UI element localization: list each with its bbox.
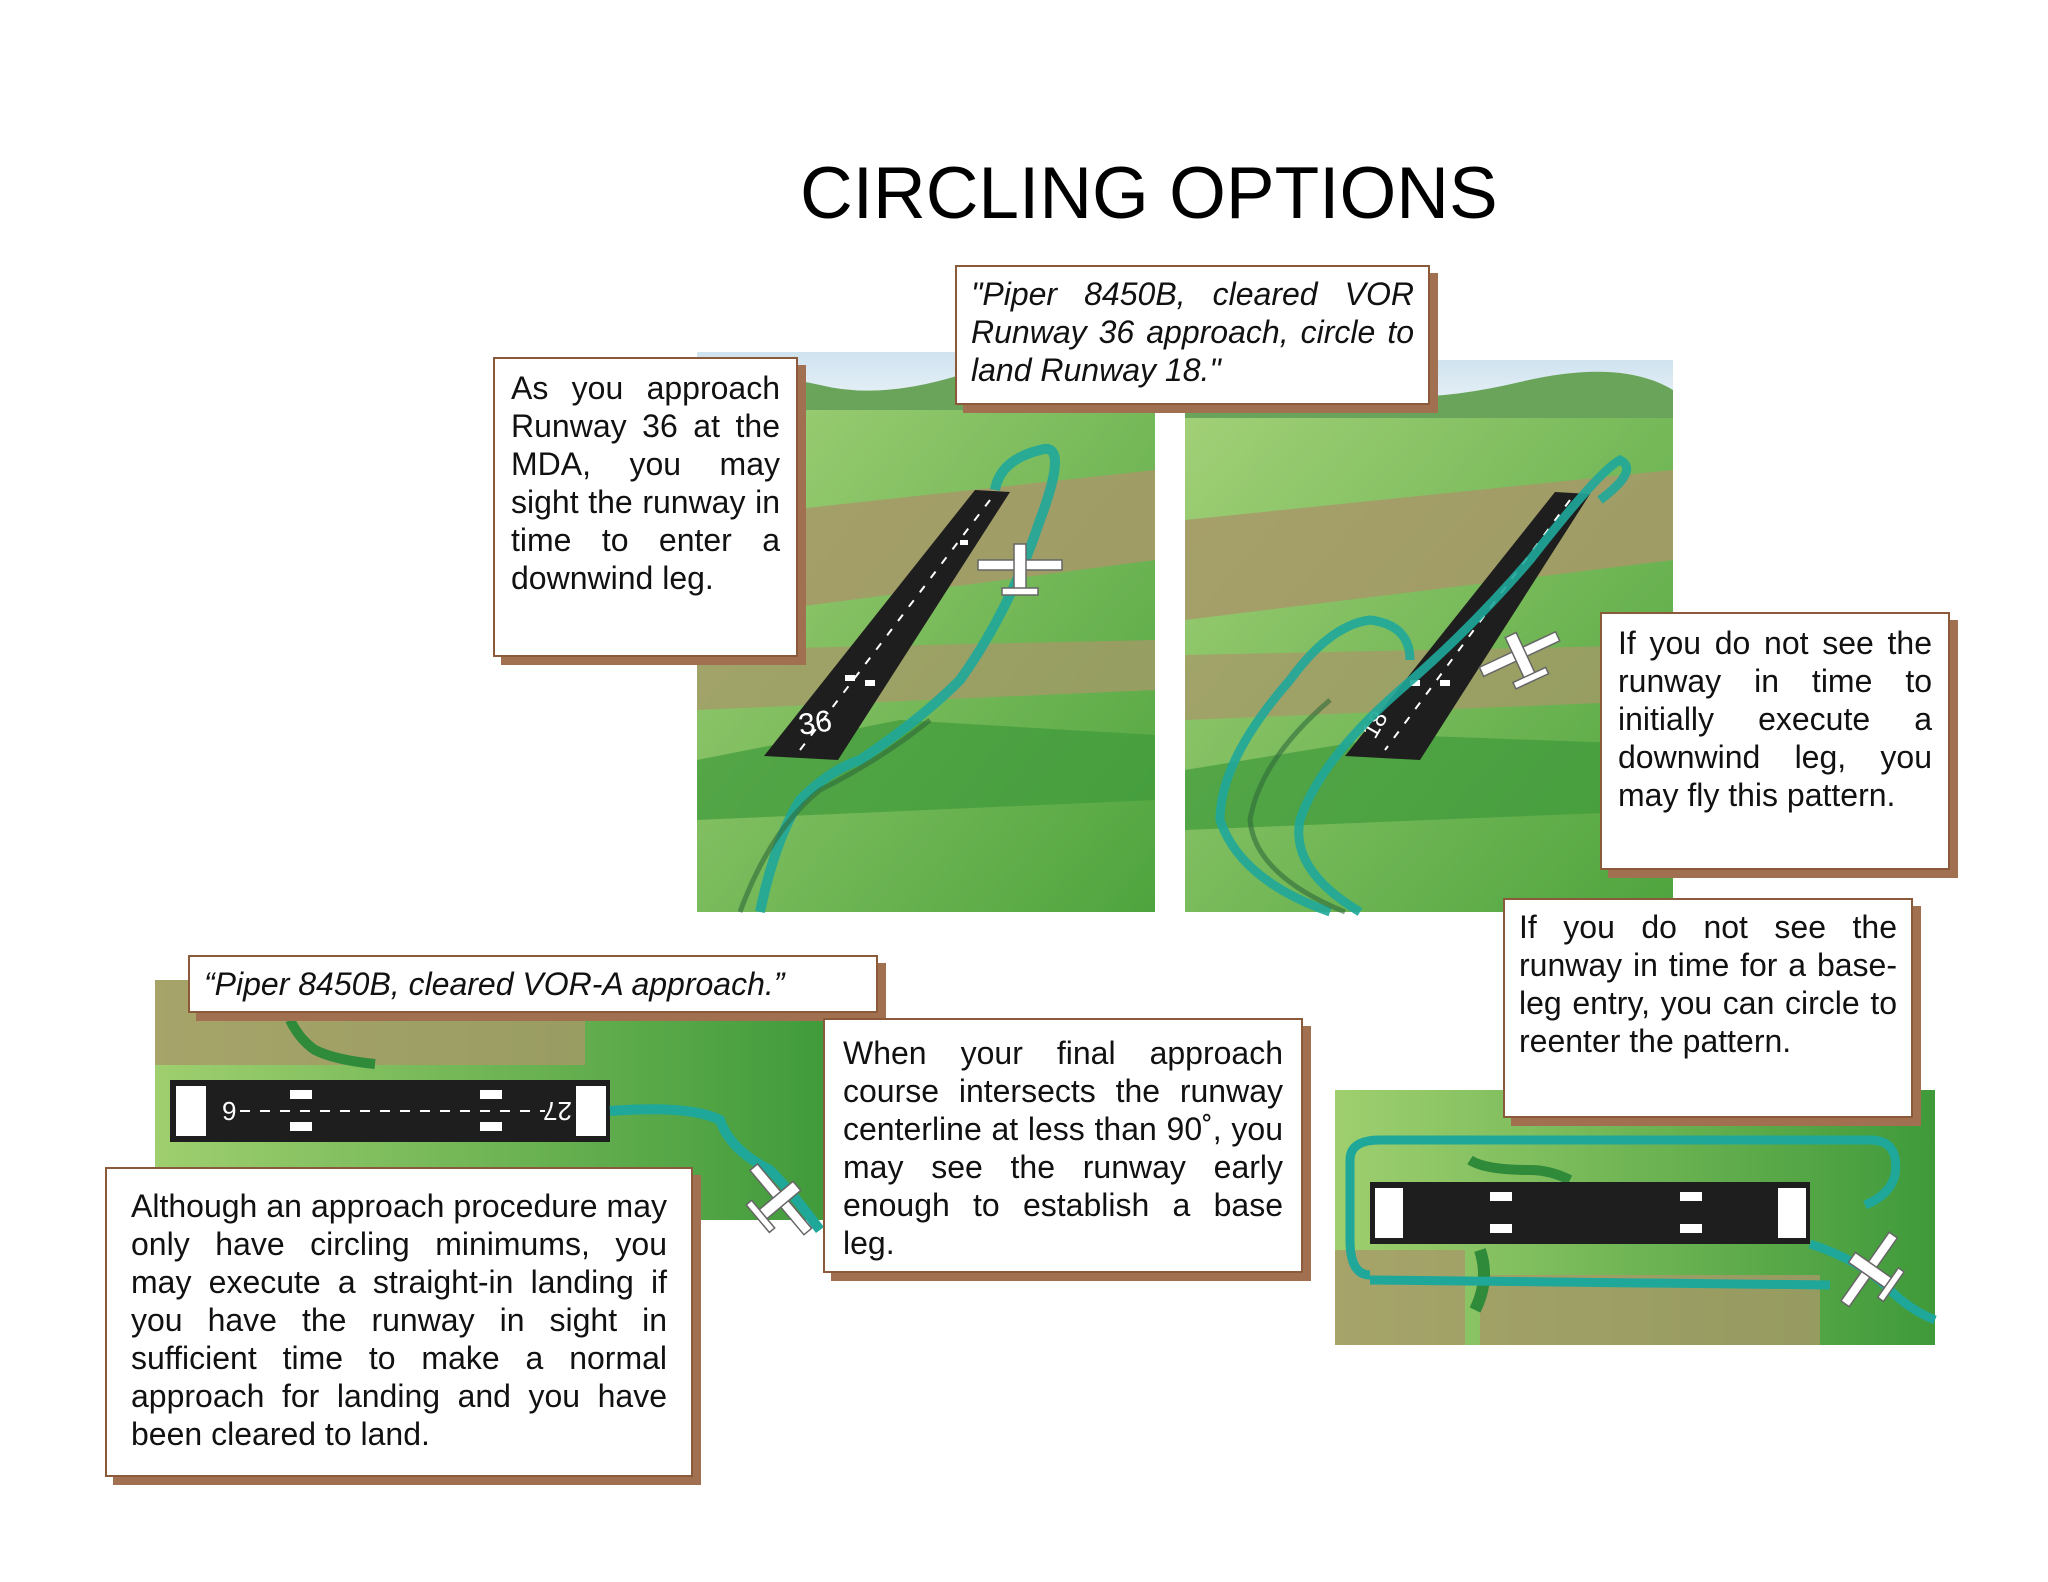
airplane-icon	[977, 543, 1063, 596]
flight-path-downwind	[755, 443, 1060, 914]
runway-9-27-right	[1370, 1182, 1810, 1244]
airplane-icon	[745, 1162, 813, 1236]
callout-text: As you approach Runway 36 at the MDA, yo…	[511, 370, 780, 596]
page-title: CIRCLING OPTIONS	[800, 153, 1498, 234]
callout-final-course: When your final approach course intersec…	[823, 1018, 1303, 1273]
airplane-icon	[1839, 1231, 1906, 1308]
callout-not-see-downwind: If you do not see the runway in time to …	[1600, 612, 1950, 870]
runway-number-36: 36	[796, 705, 834, 742]
runway-36: 36	[764, 490, 1010, 760]
runway-number-9: 9	[222, 1096, 236, 1126]
callout-straight-in: Although an approach procedure may only …	[105, 1167, 693, 1477]
callout-text: If you do not see the runway in time for…	[1519, 909, 1897, 1059]
runway-number-27: 27	[543, 1096, 572, 1126]
runway-9-27: 9 27	[170, 1080, 610, 1142]
flight-path-pattern	[1215, 615, 1415, 917]
callout-text: “Piper 8450B, cleared VOR-A approach.”	[204, 966, 785, 1002]
callout-clearance-vor36: "Piper 8450B, cleared VOR Runway 36 appr…	[955, 265, 1430, 405]
callout-text: Although an approach procedure may only …	[131, 1188, 667, 1452]
callout-text: When your final approach course intersec…	[843, 1035, 1283, 1261]
flight-path-reenter	[1345, 1135, 1901, 1280]
callout-text: "Piper 8450B, cleared VOR Runway 36 appr…	[971, 276, 1414, 388]
callout-text: If you do not see the runway in time to …	[1618, 625, 1932, 813]
panel-bottom-right	[1335, 1090, 1937, 1345]
callout-not-see-base: If you do not see the runway in time for…	[1503, 898, 1913, 1118]
panel-top-right: 18	[1185, 360, 1673, 917]
callout-clearance-vor-a: “Piper 8450B, cleared VOR-A approach.”	[188, 955, 878, 1013]
callout-approach-mda: As you approach Runway 36 at the MDA, yo…	[493, 357, 798, 657]
airplane-icon	[1478, 630, 1561, 690]
